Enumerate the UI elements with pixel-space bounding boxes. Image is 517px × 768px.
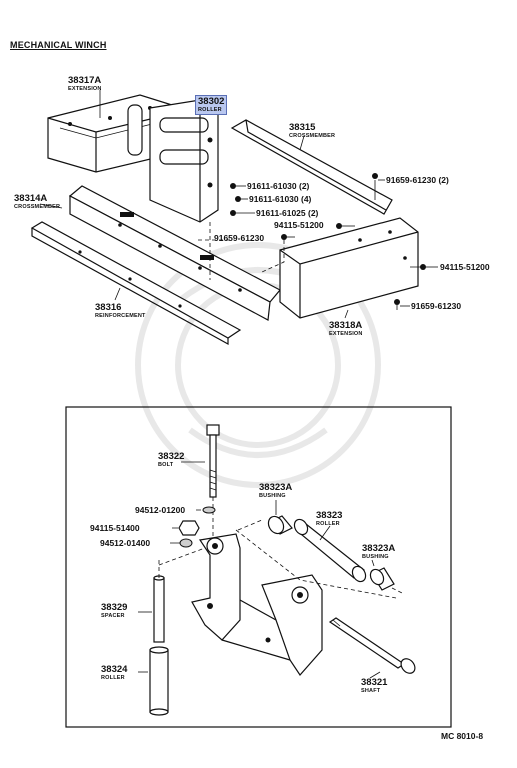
part-name: CROSSMEMBER — [289, 132, 336, 139]
part-label-38329[interactable]: 38329 SPACER — [101, 603, 127, 619]
fastener-label-91611-61030-2[interactable]: 91611-61030 (2) — [247, 181, 310, 191]
shaft-38321-shape — [328, 617, 416, 674]
roller-38323-shape — [235, 515, 405, 599]
crossmember-38314a-shape — [68, 185, 281, 321]
part-number: 38314A — [14, 193, 48, 204]
part-name: BOLT — [158, 461, 174, 468]
part-label-38323[interactable]: 38323 ROLLER — [316, 511, 342, 527]
part-name: ROLLER — [101, 674, 125, 681]
fastener-label-91659-61230-b[interactable]: 91659-61230 — [411, 301, 462, 311]
diagram-title: MECHANICAL WINCH — [10, 40, 107, 50]
part-number: 38329 — [101, 602, 128, 613]
fastener-label-91611-61025-2[interactable]: 91611-61025 (2) — [256, 208, 319, 218]
fastener-label-91611-61030-4[interactable]: 91611-61030 (4) — [249, 194, 312, 204]
part-label-38302-highlighted[interactable]: 38302 ROLLER — [195, 95, 228, 115]
part-name: SHAFT — [361, 687, 381, 694]
part-number: 38322 — [158, 451, 185, 462]
roller-38302-shape — [127, 99, 219, 223]
fastener-label-94115-51200-a[interactable]: 94115-51200 — [274, 220, 324, 230]
part-name: BUSHING — [362, 553, 389, 560]
part-number: 38318A — [329, 320, 363, 331]
part-number: 38321 — [361, 677, 388, 688]
part-name: ROLLER — [198, 106, 222, 113]
part-number: 38323A — [362, 543, 396, 554]
lower-leader-lines — [138, 461, 381, 679]
part-number: 38324 — [101, 664, 128, 675]
part-name: EXTENSION — [329, 330, 363, 337]
part-number: 38316 — [95, 302, 122, 313]
fastener-label-91659-61230-a[interactable]: 91659-61230 — [214, 233, 265, 243]
part-label-38324[interactable]: 38324 ROLLER — [101, 665, 127, 681]
part-name: REINFORCEMENT — [95, 312, 146, 319]
part-name: SPACER — [101, 612, 125, 619]
bolt-38322-shape — [206, 424, 220, 540]
part-label-38315[interactable]: 38315 CROSSMEMBER — [289, 123, 335, 139]
upper-fasteners — [198, 173, 426, 310]
diagram-code: MC 8010-8 — [441, 731, 484, 741]
part-number: 38323A — [259, 482, 293, 493]
fastener-label-94115-51400[interactable]: 94115-51400 — [90, 523, 140, 533]
fastener-label-94115-51200-b[interactable]: 94115-51200 — [440, 262, 490, 272]
part-label-38323a-left[interactable]: 38323A BUSHING — [259, 483, 292, 499]
part-label-38318a[interactable]: 38318A EXTENSION — [329, 321, 363, 337]
reinforcement-38316-shape — [30, 221, 242, 346]
roller-38324-shape — [149, 646, 169, 716]
part-name: CROSSMEMBER — [14, 203, 61, 210]
part-label-38316[interactable]: 38316 REINFORCEMENT — [95, 303, 146, 319]
part-number: 38302 — [198, 96, 225, 107]
bracket-frame-shape — [191, 533, 323, 676]
fastener-label-91659-61230-2[interactable]: 91659-61230 (2) — [386, 175, 449, 185]
part-number: 38323 — [316, 510, 343, 521]
fastener-label-94512-01200[interactable]: 94512-01200 — [135, 505, 186, 515]
extension-38318a-shape — [279, 217, 419, 319]
detail-box — [65, 406, 452, 728]
spacer-38329-shape — [153, 547, 206, 643]
part-label-38321[interactable]: 38321 SHAFT — [361, 678, 387, 694]
part-label-38314a[interactable]: 38314A CROSSMEMBER — [14, 194, 60, 210]
fastener-label-94512-01400[interactable]: 94512-01400 — [100, 538, 151, 548]
part-name: EXTENSION — [68, 85, 102, 92]
part-number: 38315 — [289, 122, 316, 133]
crossmember-38315-shape — [230, 119, 393, 215]
part-label-38323a-right[interactable]: 38323A BUSHING — [362, 544, 395, 560]
part-label-38322[interactable]: 38322 BOLT — [158, 452, 184, 468]
washer-nut-shapes — [170, 506, 216, 548]
part-label-38317a[interactable]: 38317A EXTENSION — [68, 76, 102, 92]
part-name: BUSHING — [259, 492, 286, 499]
part-name: ROLLER — [316, 520, 340, 527]
part-number: 38317A — [68, 75, 102, 86]
